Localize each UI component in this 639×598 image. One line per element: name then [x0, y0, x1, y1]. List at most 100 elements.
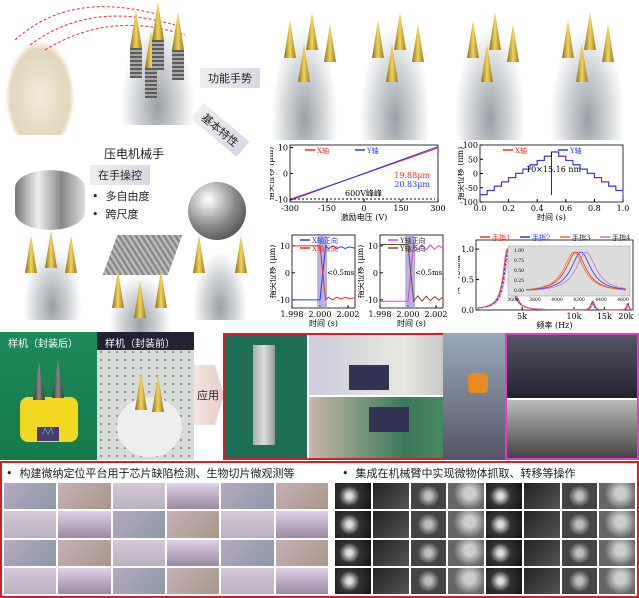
series-line-1 — [380, 243, 444, 303]
manipulator-holding-cylinder — [15, 230, 90, 320]
series-line-2 — [475, 249, 634, 311]
y-tick-label: -10 — [277, 296, 290, 305]
video-frame — [335, 567, 371, 594]
inset-x-tick-label: 3600 — [507, 297, 519, 303]
y-tick-label: 100 — [463, 141, 478, 150]
video-frame — [410, 511, 447, 538]
video-frame — [410, 483, 447, 510]
y-tick-label: -10 — [365, 296, 378, 305]
x-axis-label: 时间 (s) — [309, 318, 338, 328]
video-frame — [221, 567, 274, 594]
inset-x-tick-label: 4400 — [595, 297, 607, 303]
video-frame — [410, 567, 447, 594]
legend-label: 手指1 — [492, 233, 510, 242]
video-frame — [599, 483, 635, 510]
x-axis-label: 激励电压 (V) — [341, 212, 388, 222]
video-frame — [275, 539, 328, 566]
video-frame — [167, 511, 220, 538]
video-frame — [486, 483, 522, 510]
annotation-response-time: <0.5ms — [415, 269, 443, 277]
x-tick-label: 15k — [597, 312, 612, 321]
inset-series-line-0 — [525, 251, 627, 291]
prototype-unpackaged-photo: 样机（封装前） — [97, 332, 194, 460]
legend-label: Y轴 — [366, 146, 379, 155]
bullet-dof-text: 多自由度 — [105, 190, 150, 203]
annotation-step-size: 10×15.16 nm — [526, 165, 581, 174]
video-frame — [112, 483, 165, 510]
video-frame — [372, 539, 409, 566]
video-frame — [58, 567, 111, 594]
y-tick-label: 0.5 — [461, 276, 474, 285]
y-tick-label: 10 — [368, 242, 378, 251]
legend-label: Y轴 — [569, 146, 582, 155]
series-line-0 — [292, 244, 356, 301]
app-bullet-platform: • 构建微纳定位平台用于芯片缺陷检测、生物切片微观测等 — [6, 467, 295, 480]
series-line-0 — [380, 243, 444, 302]
video-frame — [372, 483, 409, 510]
video-frame — [561, 511, 598, 538]
x-axis-label: 时间 (s) — [537, 212, 566, 222]
video-frame — [599, 511, 635, 538]
video-frame — [4, 483, 57, 510]
video-frame — [335, 511, 371, 538]
series-line-1 — [289, 146, 439, 201]
gesture-image-1 — [262, 0, 347, 140]
y-axis-label: 指尖位移 (μm) — [270, 245, 277, 299]
video-frame — [561, 539, 598, 566]
x-tick-label: 2.002 — [337, 310, 360, 319]
y-tick-label: 10 — [280, 242, 290, 251]
video-frame — [335, 483, 371, 510]
x-axis-label: 频率 (Hz) — [537, 320, 573, 330]
x-tick-label: -150 — [318, 204, 336, 213]
basic-arrow-label: 基本特性 — [190, 103, 250, 157]
x-tick-label: 0 — [361, 204, 366, 213]
x-tick-label: 0.2 — [502, 204, 515, 213]
gesture-image-3 — [445, 0, 535, 140]
applications-panel — [0, 461, 639, 598]
annotation-y-range: 20.83μm — [394, 180, 430, 189]
y-tick-label: 0 — [373, 269, 378, 278]
video-frame — [523, 567, 560, 594]
gesture-image-2 — [350, 0, 440, 140]
manipulator-holding-plate — [100, 260, 180, 335]
inset-y-tick-label: 1.00 — [514, 248, 524, 254]
legend-label: 手指4 — [612, 233, 631, 242]
legend-label: X轴反向 — [312, 244, 338, 253]
video-frame — [112, 539, 165, 566]
manipulator-label: 压电机械手 — [104, 147, 165, 161]
inset-y-tick-label: 0.00 — [514, 288, 524, 294]
video-frame — [221, 539, 274, 566]
app-robot-text: 集成在机械臂中实现微物体抓取、转移等操作 — [355, 467, 576, 480]
y-tick-label: 10 — [278, 144, 288, 153]
inhand-arrow-label: 在手操控 — [90, 165, 150, 185]
series-line-1 — [480, 151, 624, 196]
manipulator-holding-sphere — [185, 235, 255, 320]
video-frame — [112, 567, 165, 594]
x-tick-label: 5k — [517, 312, 527, 321]
x-tick-label: 10k — [566, 312, 581, 321]
video-frame — [167, 539, 220, 566]
piezo-manipulator-image — [110, 0, 205, 125]
x-tick-label: 2.000 — [309, 310, 332, 319]
prototype-unpackaged-label: 样机（封装前） — [105, 339, 175, 350]
legend-label: 手指3 — [572, 233, 590, 242]
apply-label: 应用 — [197, 389, 219, 402]
video-frame — [523, 539, 560, 566]
legend-label: X轴 — [317, 146, 329, 155]
series-line-1 — [292, 245, 356, 301]
cylinder-object — [15, 170, 85, 230]
y-axis-label: 指尖位移 (μm) — [270, 147, 275, 201]
chip-inspection-frames — [3, 482, 329, 595]
inset-y-tick-label: 0.25 — [514, 278, 524, 284]
video-frame — [410, 539, 447, 566]
video-frame — [167, 483, 220, 510]
legend-label: Y轴反向 — [399, 244, 426, 253]
video-frame — [275, 483, 328, 510]
x-tick-label: 300 — [430, 204, 445, 213]
video-frame — [599, 539, 635, 566]
